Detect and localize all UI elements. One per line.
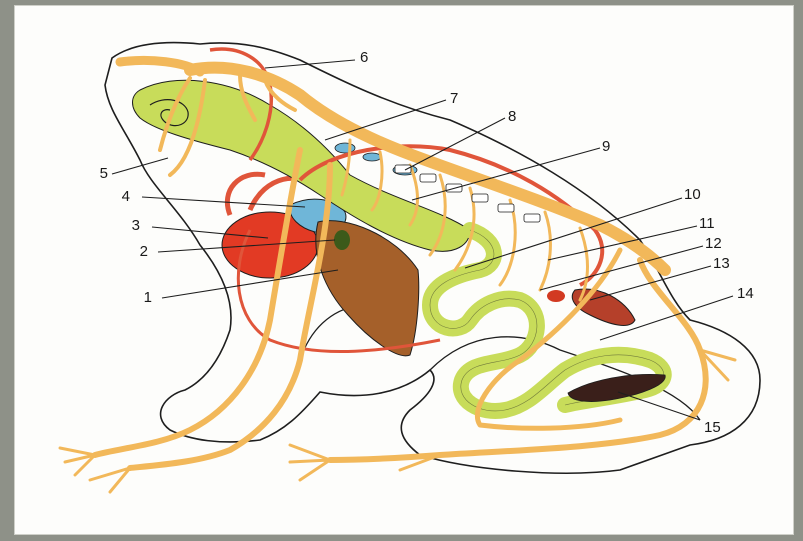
label-12: 12 xyxy=(705,235,722,252)
label-15: 15 xyxy=(704,419,721,436)
label-2: 2 xyxy=(140,243,148,260)
gonad xyxy=(547,290,565,302)
label-8: 8 xyxy=(508,108,516,125)
label-9: 9 xyxy=(602,138,610,155)
label-4: 4 xyxy=(122,188,130,205)
brain-front xyxy=(120,60,200,72)
label-7: 7 xyxy=(450,90,458,107)
label-11: 11 xyxy=(699,215,715,232)
label-1: 1 xyxy=(144,289,152,306)
dark-organ xyxy=(568,374,665,401)
gallbladder xyxy=(334,230,350,250)
label-6: 6 xyxy=(360,49,368,66)
label-3: 3 xyxy=(132,217,140,234)
label-13: 13 xyxy=(713,255,730,272)
label-14: 14 xyxy=(737,285,754,302)
label-5: 5 xyxy=(100,165,108,182)
label-10: 10 xyxy=(684,186,701,203)
